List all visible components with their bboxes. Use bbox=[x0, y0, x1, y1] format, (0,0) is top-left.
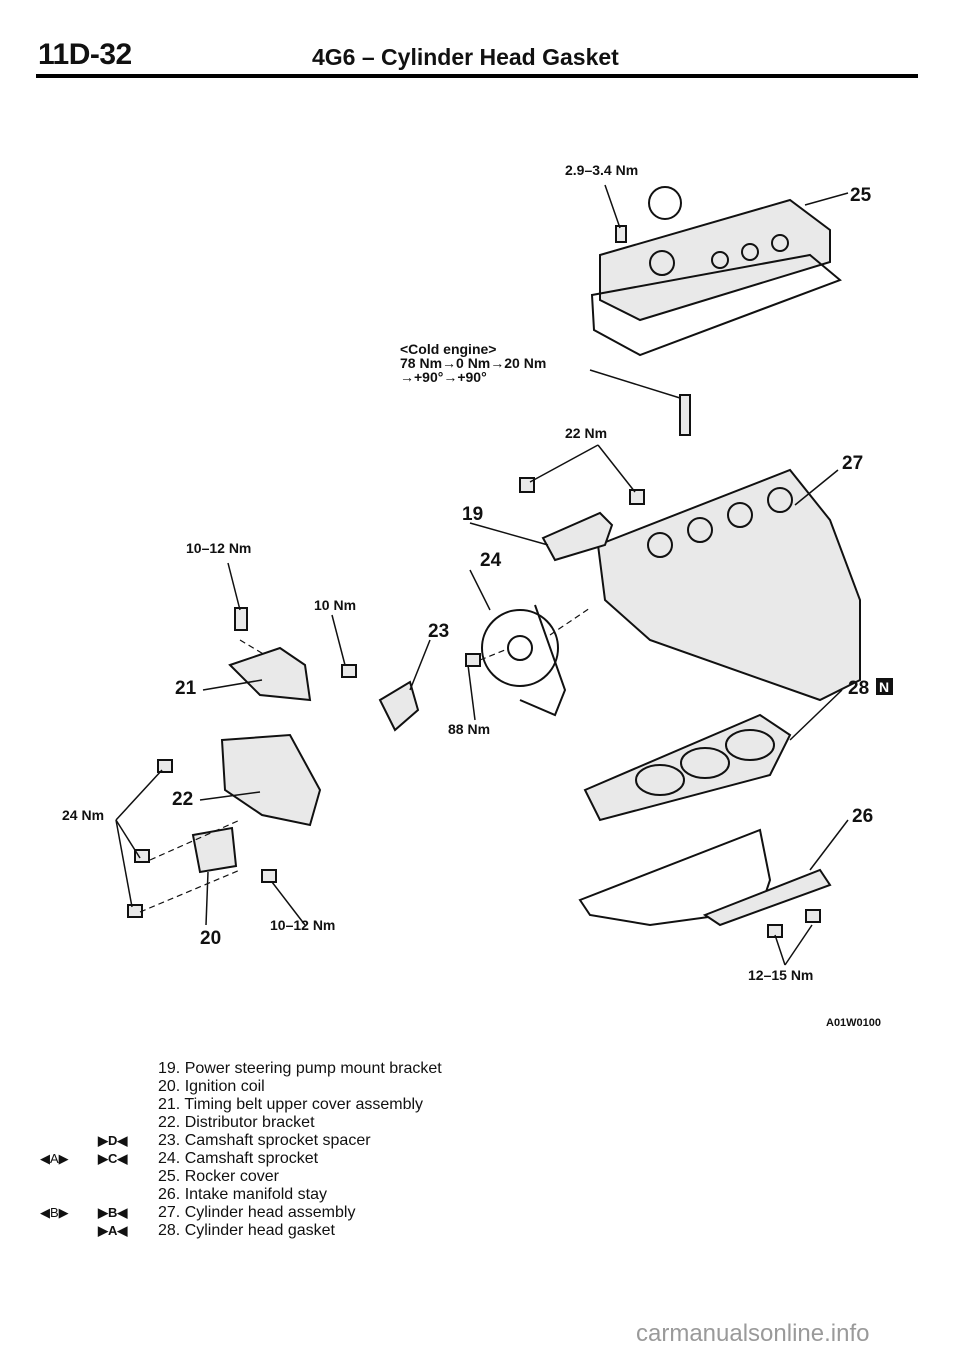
torque-ps-bracket: 22 Nm bbox=[565, 425, 607, 441]
legend-row: ◀A▶ ▶C◀ 24. Camshaft sprocket bbox=[40, 1150, 560, 1168]
legend-mark-left bbox=[40, 1132, 88, 1150]
legend-text: 20. Ignition coil bbox=[158, 1078, 265, 1095]
page-title: 4G6 – Cylinder Head Gasket bbox=[312, 44, 619, 70]
ps-bracket-illustration bbox=[541, 511, 614, 562]
leader-lines bbox=[115, 184, 849, 966]
callout-27: 27 bbox=[842, 453, 863, 474]
legend-mark-left bbox=[40, 1186, 88, 1204]
legend-mark-left bbox=[40, 1168, 88, 1186]
legend-text: 22. Distributor bracket bbox=[158, 1114, 315, 1131]
torque-spacer: 10 Nm bbox=[314, 597, 356, 613]
page-number: 11D-32 bbox=[38, 38, 132, 71]
parts-legend: 19. Power steering pump mount bracket 20… bbox=[40, 1060, 560, 1240]
torque-cold-engine-line2: →+90°→+90° bbox=[400, 369, 487, 385]
ignition-coil-illustration bbox=[191, 826, 238, 874]
callout-19: 19 bbox=[462, 504, 483, 525]
distributor-bracket-illustration bbox=[220, 733, 322, 827]
sprocket-spacer-illustration bbox=[378, 680, 420, 732]
callout-24: 24 bbox=[480, 550, 502, 571]
manifold-stay-illustration bbox=[702, 868, 832, 927]
legend-mark-right bbox=[88, 1060, 158, 1078]
torque-manifold-stay: 12–15 Nm bbox=[748, 967, 813, 983]
exploded-diagram: 25 27 19 24 23 21 22 20 28 N 26 2.9–3.4 … bbox=[62, 162, 893, 1029]
torque-sprocket: 88 Nm bbox=[448, 721, 490, 737]
torque-distributor: 24 Nm bbox=[62, 807, 104, 823]
legend-row: ▶A◀ 28. Cylinder head gasket bbox=[40, 1222, 560, 1240]
legend-mark-right: ▶B◀ bbox=[98, 1205, 128, 1220]
legend-mark-right: ▶C◀ bbox=[98, 1151, 128, 1166]
legend-mark-left bbox=[40, 1222, 88, 1240]
legend-text: 23. Camshaft sprocket spacer bbox=[158, 1132, 371, 1149]
legend-mark-right: ▶A◀ bbox=[98, 1223, 128, 1238]
header-rule bbox=[36, 74, 918, 78]
callout-25: 25 bbox=[850, 185, 872, 206]
callout-21: 21 bbox=[175, 678, 197, 699]
replace-gasket-mark: N bbox=[879, 679, 889, 695]
torque-cold-engine-line1: 78 Nm→0 Nm→20 Nm bbox=[400, 355, 546, 371]
legend-mark-right bbox=[88, 1168, 158, 1186]
legend-mark-left bbox=[40, 1060, 88, 1078]
replace-gasket-badge bbox=[876, 678, 893, 695]
legend-text: 28. Cylinder head gasket bbox=[158, 1222, 335, 1239]
legend-text: 24. Camshaft sprocket bbox=[158, 1150, 319, 1167]
legend-row: 20. Ignition coil bbox=[40, 1078, 560, 1096]
callout-23: 23 bbox=[428, 621, 449, 642]
legend-text: 26. Intake manifold stay bbox=[158, 1186, 327, 1203]
legend-mark-left bbox=[40, 1096, 88, 1114]
legend-text: 27. Cylinder head assembly bbox=[158, 1204, 356, 1221]
callout-26: 26 bbox=[852, 806, 873, 827]
legend-mark-right bbox=[88, 1078, 158, 1096]
callout-20: 20 bbox=[200, 928, 221, 949]
legend-mark-right: ▶D◀ bbox=[98, 1133, 128, 1148]
head-gasket-illustration bbox=[583, 713, 792, 822]
legend-mark-left: ◀B▶ bbox=[40, 1205, 69, 1220]
bolt-icons bbox=[127, 225, 821, 938]
legend-text: 19. Power steering pump mount bracket bbox=[158, 1060, 442, 1077]
legend-text: 25. Rocker cover bbox=[158, 1168, 279, 1185]
legend-row: 22. Distributor bracket bbox=[40, 1114, 560, 1132]
callout-28: 28 bbox=[848, 678, 869, 699]
legend-row: 21. Timing belt upper cover assembly bbox=[40, 1096, 560, 1114]
watermark: carmanualsonline.info bbox=[636, 1320, 870, 1347]
rocker-cover-illustration bbox=[590, 186, 842, 357]
legend-mark-left: ◀A▶ bbox=[40, 1151, 69, 1166]
timing-cover-illustration bbox=[228, 646, 312, 702]
torque-cold-engine-title: <Cold engine> bbox=[400, 341, 496, 357]
legend-mark-right bbox=[88, 1096, 158, 1114]
legend-row: ▶D◀ 23. Camshaft sprocket spacer bbox=[40, 1132, 560, 1150]
cylinder-head-illustration bbox=[596, 468, 861, 702]
torque-rocker-cover: 2.9–3.4 Nm bbox=[565, 162, 638, 178]
torque-timing-cover: 10–12 Nm bbox=[186, 540, 251, 556]
legend-mark-left bbox=[40, 1078, 88, 1096]
legend-text: 21. Timing belt upper cover assembly bbox=[158, 1096, 424, 1113]
legend-row: 19. Power steering pump mount bracket bbox=[40, 1060, 560, 1078]
legend-mark-right bbox=[88, 1186, 158, 1204]
legend-row: 26. Intake manifold stay bbox=[40, 1186, 560, 1204]
legend-mark-right bbox=[88, 1114, 158, 1132]
legend-row: ◀B▶ ▶B◀ 27. Cylinder head assembly bbox=[40, 1204, 560, 1222]
legend-row: 25. Rocker cover bbox=[40, 1168, 560, 1186]
camshaft-sprocket-illustration bbox=[481, 604, 567, 717]
torque-ignition-coil: 10–12 Nm bbox=[270, 917, 335, 933]
callout-22: 22 bbox=[172, 789, 193, 810]
figure-code: A01W0100 bbox=[826, 1017, 881, 1029]
legend-mark-left bbox=[40, 1114, 88, 1132]
